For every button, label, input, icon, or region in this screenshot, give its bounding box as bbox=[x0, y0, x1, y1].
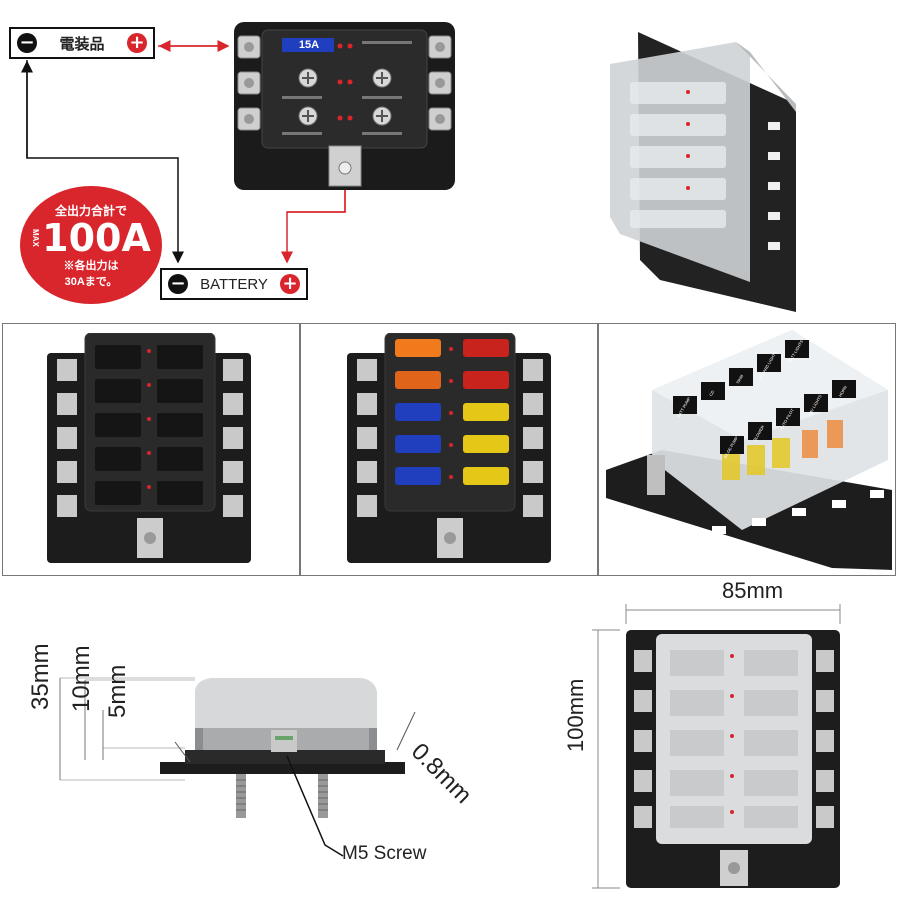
cover-label: CD bbox=[708, 389, 715, 397]
fuse-box-with-fuses bbox=[347, 333, 551, 563]
fuse-blue bbox=[395, 435, 441, 453]
fuse-yellow bbox=[463, 467, 509, 485]
plus-icon: + bbox=[279, 274, 300, 294]
cover-label: HORN bbox=[838, 385, 848, 398]
fuse-15a bbox=[282, 38, 334, 52]
fuse-yellow bbox=[463, 435, 509, 453]
dim-depth-total: 35mm bbox=[27, 643, 54, 710]
dim-depth-mid: 10mm bbox=[68, 645, 95, 712]
max-current-badge: 全出力合計で MAX 100A ※各出力は 30Aまで。 bbox=[20, 186, 162, 304]
fuse-orange bbox=[395, 371, 441, 389]
cover-label-tags bbox=[673, 340, 856, 454]
badge-note1: ※各出力は bbox=[63, 260, 119, 272]
minus-icon: − bbox=[17, 33, 37, 53]
dim-depth-small: 5mm bbox=[104, 664, 131, 718]
fuse-box-6way bbox=[234, 22, 455, 190]
minus-icon: − bbox=[168, 274, 188, 294]
load-label: 電装品 bbox=[59, 35, 105, 53]
fuse-blue bbox=[395, 467, 441, 485]
fuse-yellow bbox=[463, 403, 509, 421]
fuse-red bbox=[463, 371, 509, 389]
wiring-lines bbox=[21, 40, 351, 264]
top-view-diagram bbox=[592, 604, 841, 889]
dim-width: 85mm bbox=[722, 578, 784, 603]
fuse-rating: 15A bbox=[298, 39, 320, 51]
badge-note2: 30Aまで。 bbox=[64, 276, 118, 288]
badge-max: MAX bbox=[31, 229, 41, 247]
badge-value: 100A bbox=[42, 216, 151, 260]
battery-label-box: − BATTERY + bbox=[160, 268, 308, 300]
battery-label: BATTERY bbox=[200, 275, 268, 293]
fuse-blue bbox=[395, 403, 441, 421]
screw-label: M5 Screw bbox=[342, 843, 427, 864]
plus-icon: + bbox=[126, 33, 147, 53]
cover-label: TRIM bbox=[735, 374, 744, 385]
dim-height: 100mm bbox=[563, 678, 588, 752]
side-view-diagram bbox=[59, 677, 416, 857]
fuse-red bbox=[463, 339, 509, 357]
badge-line1: 全出力合計で bbox=[54, 204, 127, 218]
load-label-box: − 電装品 + bbox=[9, 27, 155, 59]
fuse-box-cover-angled bbox=[610, 32, 796, 312]
fuse-box-empty bbox=[47, 333, 251, 563]
fuse-orange bbox=[395, 339, 441, 357]
